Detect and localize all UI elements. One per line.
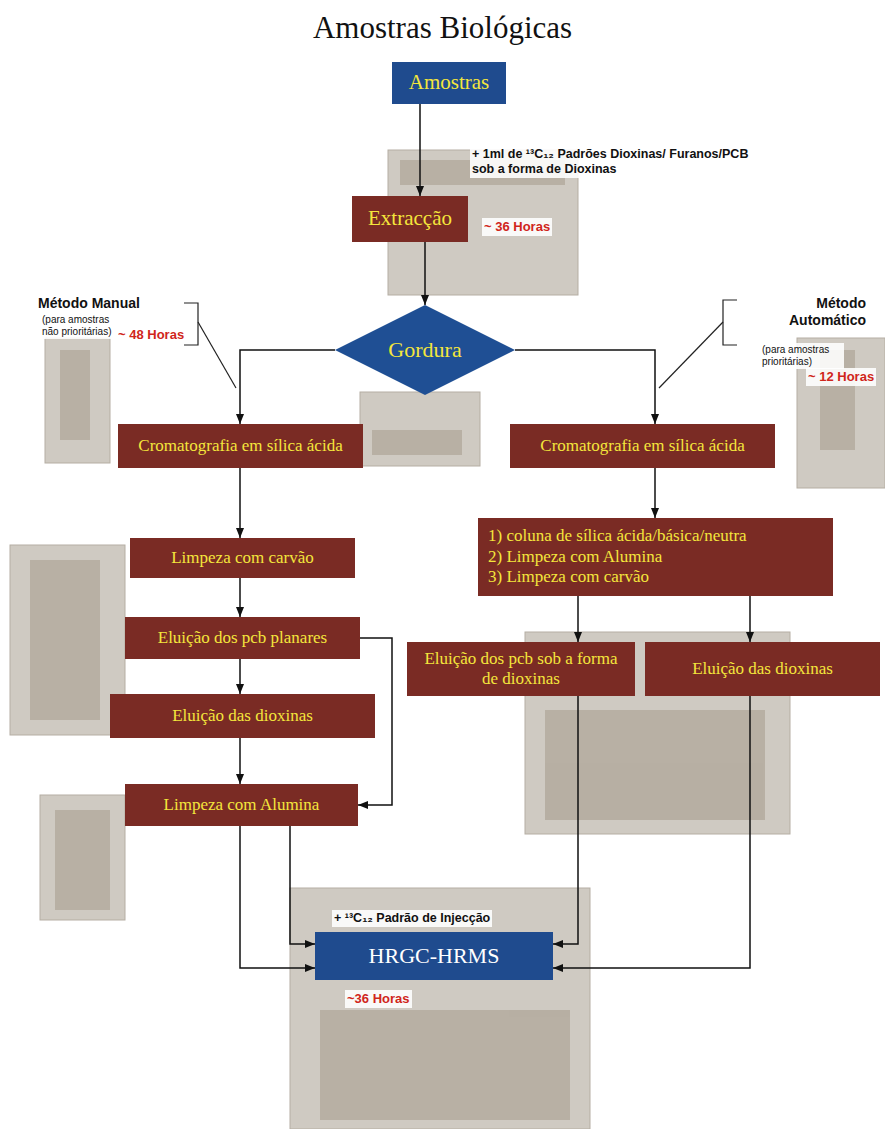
flow-arrow (577, 596, 579, 642)
node-label: Eluição das dioxinas (692, 659, 833, 679)
process-box: Eluição dos pcb sob a forma de dioxinas (407, 642, 635, 696)
node-label: Eluição dos pcb planares (158, 628, 327, 648)
reagent-note: + 1ml de ¹³C₁₂ Padrões Dioxinas/ Furanos… (470, 146, 774, 178)
node-label: Amostras (409, 70, 490, 95)
flow-arrow (419, 104, 421, 196)
reagent-note: + ¹³C₁₂ Padrão de Injecção (332, 910, 492, 927)
process-box: 1) coluna de sílica ácida/básica/neutra2… (478, 518, 833, 596)
photo-detail (320, 1010, 570, 1120)
node-label: 3) Limpeza com carvão (488, 567, 649, 587)
duration-note: ~ 12 Horas (806, 368, 876, 386)
leader-line (198, 322, 236, 388)
flow-arrow (240, 826, 315, 968)
method-heading: Método Automático (742, 294, 868, 330)
photo-fat (360, 392, 480, 466)
decision-diamond: Gordura (335, 305, 515, 395)
node-label: Cromatografia em sílica ácida (138, 436, 342, 456)
node-label: 1) coluna de sílica ácida/básica/neutra (488, 526, 747, 546)
flow-arrow (239, 738, 241, 784)
diagram-title: Amostras Biológicas (0, 10, 885, 46)
flow-arrow (553, 696, 750, 968)
flow-arrow (654, 468, 656, 518)
method-note: (para amostras não prioritárias) (40, 313, 118, 339)
flow-arrow (515, 350, 655, 424)
photo-manual (45, 338, 110, 463)
node-label: Eluição das dioxinas (172, 706, 313, 726)
photo-hrms (290, 888, 590, 1129)
bracket (723, 300, 737, 345)
node-label: Cromatografia em sílica ácida (540, 436, 744, 456)
process-box: Eluição dos pcb planares (125, 617, 360, 659)
flow-arrow (240, 350, 335, 424)
process-box: Extracção (352, 196, 468, 242)
photo-alumina (40, 795, 125, 920)
flow-arrow (424, 242, 426, 305)
method-note: (para amostras prioritárias) (760, 343, 844, 369)
method-heading: Método Manual (36, 294, 142, 313)
process-box: Cromatografia em sílica ácida (510, 424, 775, 468)
leader-line (659, 322, 723, 388)
node-label: 2) Limpeza com Alumina (488, 547, 662, 567)
photo-detail (372, 430, 462, 455)
process-box: Eluição das dioxinas (645, 642, 880, 696)
node-label: Eluição dos pcb sob a forma de dioxinas (417, 649, 625, 690)
node-label: Gordura (388, 337, 461, 363)
flow-arrow (553, 696, 578, 944)
process-box: Limpeza com Alumina (125, 784, 358, 826)
duration-note: ~ 36 Horas (482, 218, 552, 236)
node-label: HRGC-HRMS (369, 943, 500, 969)
photo-detail (30, 560, 100, 720)
photo-detail (55, 810, 110, 910)
node-label: Limpeza com carvão (171, 548, 314, 568)
photo-detail (60, 350, 90, 440)
duration-note: ~36 Horas (345, 990, 412, 1008)
process-box: Eluição das dioxinas (110, 694, 375, 738)
start-box: Amostras (392, 62, 506, 104)
instrument-box: HRGC-HRMS (315, 932, 553, 980)
flow-arrow (239, 578, 241, 617)
photo-carbon (10, 545, 125, 735)
flow-arrow (239, 659, 241, 694)
flow-arrow (290, 826, 315, 944)
node-label: Extracção (368, 206, 452, 231)
process-box: Limpeza com carvão (130, 538, 355, 578)
process-box: Cromatografia em sílica ácida (118, 424, 363, 468)
flow-arrow (749, 596, 751, 642)
node-label: Limpeza com Alumina (164, 795, 320, 815)
duration-note: ~ 48 Horas (116, 326, 186, 344)
flow-arrow (239, 468, 241, 538)
